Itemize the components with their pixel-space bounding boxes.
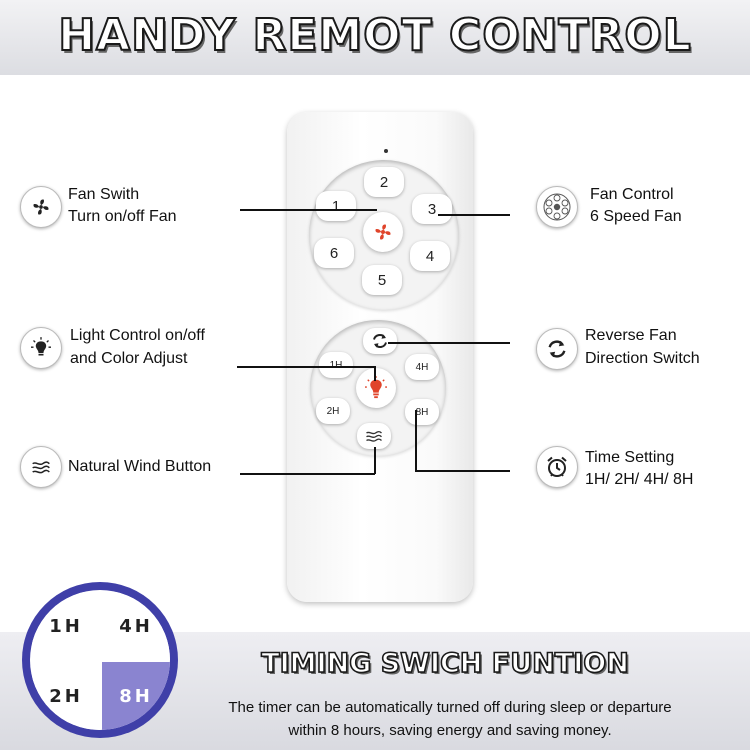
timing-description-line1: The timer can be automatically turned of… — [228, 699, 672, 716]
speed-1-button[interactable]: 1 — [316, 191, 356, 221]
badge-1h: 1H — [32, 592, 100, 660]
speed-5-button[interactable]: 5 — [362, 265, 402, 295]
badge-2h: 2H — [32, 662, 100, 730]
fan-icon — [33, 199, 49, 215]
reverse-arrows-icon — [373, 334, 387, 348]
bulb-icon — [365, 376, 387, 399]
light-control-desc: and Color Adjust — [70, 350, 188, 367]
leader-natural-wind — [240, 473, 375, 475]
timing-title: TIMING SWICH FUNTION — [260, 647, 629, 680]
alarm-clock-icon — [547, 456, 567, 477]
light-control-badge — [20, 327, 62, 369]
reverse-fan-title: Reverse Fan — [585, 327, 677, 344]
fan-switch-desc: Turn on/off Fan — [68, 208, 177, 225]
fan-switch-title: Fan Swith — [68, 186, 140, 203]
fan-switch-badge — [20, 186, 62, 228]
leader-time-setting-rise — [415, 410, 417, 471]
speed-4-button[interactable]: 4 — [410, 241, 450, 271]
badge-8h-active: 8H — [102, 662, 170, 730]
dial-icon — [543, 193, 571, 221]
wind-icon — [366, 430, 382, 442]
light-control-title: Light Control on/off — [70, 327, 205, 344]
leader-reverse-fan — [388, 342, 510, 344]
light-button[interactable] — [356, 368, 396, 408]
time-setting-title: Time Setting — [585, 449, 675, 466]
reverse-button[interactable] — [363, 328, 397, 354]
timer-2h-button[interactable]: 2H — [316, 398, 350, 424]
fan-power-button[interactable] — [363, 212, 403, 252]
fan-control-badge — [536, 186, 578, 228]
leader-fan-switch — [240, 209, 377, 211]
fan-control-title: Fan Control — [590, 186, 674, 203]
speed-2-button[interactable]: 2 — [364, 167, 404, 197]
timer-badge-face: 1H 4H 2H 8H — [30, 590, 170, 730]
reverse-fan-desc: Direction Switch — [585, 350, 700, 367]
natural-wind-button[interactable] — [357, 423, 391, 449]
fan-control-desc: 6 Speed Fan — [590, 208, 682, 225]
page-title: HANDY REMOT CONTROL — [57, 9, 692, 62]
reverse-fan-badge — [536, 328, 578, 370]
title-banner — [0, 0, 750, 75]
timer-4h-button[interactable]: 4H — [405, 354, 439, 380]
leader-light-control — [237, 366, 374, 368]
leader-time-setting — [415, 470, 510, 472]
time-setting-badge — [536, 446, 578, 488]
natural-wind-badge — [20, 446, 62, 488]
badge-4h: 4H — [102, 592, 170, 660]
fan-icon — [375, 224, 391, 240]
timer-8h-button[interactable]: 8H — [405, 399, 439, 425]
reverse-arrows-icon — [548, 340, 566, 358]
timing-description: The timer can be automatically turned of… — [170, 696, 730, 742]
speed-6-button[interactable]: 6 — [314, 238, 354, 268]
leader-light-control-drop — [374, 366, 376, 381]
wind-icon — [32, 461, 50, 474]
leader-fan-control — [438, 214, 510, 216]
leader-natural-wind-rise — [374, 447, 376, 474]
bulb-icon — [31, 337, 51, 356]
status-led — [384, 149, 388, 153]
time-setting-desc: 1H/ 2H/ 4H/ 8H — [585, 471, 694, 488]
timing-description-line2: within 8 hours, saving energy and saving… — [288, 722, 612, 739]
natural-wind-title: Natural Wind Button — [68, 458, 212, 475]
speed-3-button[interactable]: 3 — [412, 194, 452, 224]
timer-1h-button[interactable]: 1H — [319, 352, 353, 378]
